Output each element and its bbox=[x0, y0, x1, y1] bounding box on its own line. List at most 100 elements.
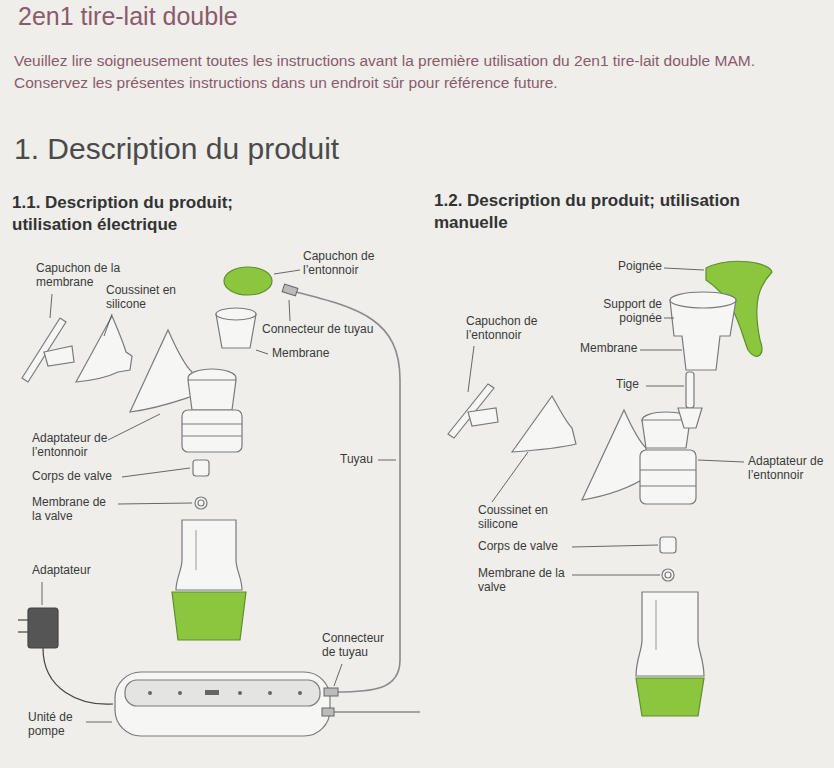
leader-line bbox=[334, 664, 342, 686]
silicone-cushion bbox=[76, 316, 132, 382]
green-parts bbox=[172, 261, 772, 716]
subsection-heading: 1.2. Description du produit; utilisation… bbox=[434, 190, 804, 234]
icon bbox=[298, 691, 302, 695]
leader-line bbox=[492, 452, 528, 502]
part-label: Corps de valve bbox=[478, 540, 578, 554]
leader-line bbox=[698, 460, 744, 462]
part-label: Corps de valve bbox=[32, 470, 132, 484]
valve-body bbox=[660, 537, 676, 553]
part-label: Membrane bbox=[580, 342, 640, 356]
control-panel bbox=[125, 680, 320, 706]
intro-text: Veuillez lire soigneusement toutes les i… bbox=[14, 50, 826, 95]
icon bbox=[205, 690, 219, 695]
thread bbox=[182, 435, 242, 436]
leader-line bbox=[104, 314, 112, 336]
subsection-heading: 1.1. Description du produit; utilisation… bbox=[12, 192, 302, 236]
part-label: Tige bbox=[616, 378, 646, 392]
tube bbox=[330, 711, 420, 713]
leader-line bbox=[42, 582, 43, 605]
leader-line bbox=[86, 722, 112, 723]
part-label: Capuchon de l’entonnoir bbox=[466, 315, 558, 343]
thread bbox=[640, 485, 696, 486]
leader-line bbox=[256, 350, 268, 354]
leader-line bbox=[118, 503, 192, 504]
thread bbox=[182, 423, 242, 424]
leader-line bbox=[572, 575, 660, 576]
manual-parts bbox=[448, 292, 736, 676]
plug-prong bbox=[18, 619, 28, 620]
part-label: Membrane de la valve bbox=[478, 567, 568, 595]
part-label: Coussinet en silicone bbox=[478, 504, 558, 532]
part-label: Unité de pompe bbox=[28, 711, 86, 739]
bottle-base bbox=[172, 592, 246, 640]
icon bbox=[148, 691, 152, 695]
part-label: Membrane bbox=[272, 347, 352, 361]
part-label: Coussinet en silicone bbox=[106, 284, 186, 312]
leader-line bbox=[289, 300, 290, 321]
stem bbox=[686, 372, 694, 408]
tube-connector bbox=[324, 688, 338, 696]
valve-membrane bbox=[195, 497, 207, 509]
power-adapter bbox=[28, 608, 58, 648]
pump-unit bbox=[115, 672, 330, 736]
bottle bbox=[176, 520, 242, 590]
power-cable bbox=[43, 648, 113, 704]
tube-connector bbox=[282, 284, 298, 296]
icon bbox=[238, 691, 242, 695]
funnel-adapter bbox=[182, 410, 242, 452]
part-label: Membrane de la valve bbox=[32, 496, 116, 524]
part-label: Adaptateur de l’entonnoir bbox=[748, 455, 830, 483]
membrane bbox=[216, 308, 256, 320]
leader-line bbox=[664, 268, 704, 270]
section-heading: 1. Description du produit bbox=[14, 132, 514, 167]
part-label: Connecteur de tuyau bbox=[322, 632, 394, 660]
electric-parts bbox=[18, 308, 330, 736]
funnel-cap bbox=[224, 267, 272, 295]
handle-support bbox=[670, 292, 736, 308]
leader-line bbox=[274, 270, 300, 274]
icon bbox=[268, 691, 272, 695]
leader-line bbox=[108, 414, 160, 440]
part-label: Connecteur de tuyau bbox=[262, 323, 392, 337]
scale bbox=[195, 530, 196, 570]
stem bbox=[678, 408, 702, 428]
leader-line bbox=[468, 346, 474, 392]
part-label: Adaptateur bbox=[32, 564, 122, 578]
funnel-adapter bbox=[640, 450, 696, 504]
part-label: Tuyau bbox=[340, 453, 380, 467]
thread bbox=[640, 469, 696, 470]
leader-line bbox=[640, 350, 682, 351]
funnel bbox=[130, 330, 196, 412]
funnel-cup bbox=[188, 380, 236, 410]
funnel bbox=[582, 410, 648, 500]
leader-line bbox=[50, 294, 52, 318]
bottle bbox=[636, 592, 704, 676]
membrane-cap bbox=[44, 346, 74, 366]
part-label: Support de poignée bbox=[560, 298, 662, 326]
panel-icons bbox=[148, 690, 302, 695]
valve-membrane bbox=[198, 500, 204, 506]
funnel-cap bbox=[468, 408, 498, 426]
valve-membrane bbox=[662, 569, 674, 581]
bottle-base bbox=[636, 678, 704, 716]
page-title: 2en1 tire-lait double bbox=[18, 2, 238, 31]
leader-line bbox=[378, 460, 396, 461]
valve-body bbox=[193, 460, 209, 476]
part-label: Capuchon de l’entonnoir bbox=[303, 250, 393, 278]
leader-line bbox=[646, 386, 684, 387]
leader-line bbox=[122, 468, 190, 477]
part-label: Poignée bbox=[560, 260, 662, 274]
scale bbox=[655, 600, 656, 650]
leader-lines bbox=[42, 268, 744, 722]
part-label: Adaptateur de l’entonnoir bbox=[32, 432, 128, 460]
tube-connector bbox=[322, 708, 334, 716]
icon bbox=[178, 691, 182, 695]
silicone-cushion bbox=[512, 396, 576, 452]
plug-prong bbox=[18, 631, 28, 632]
valve-membrane bbox=[665, 572, 671, 578]
leader-line bbox=[664, 318, 674, 319]
handle-support bbox=[670, 300, 736, 370]
leader-line bbox=[572, 545, 658, 547]
